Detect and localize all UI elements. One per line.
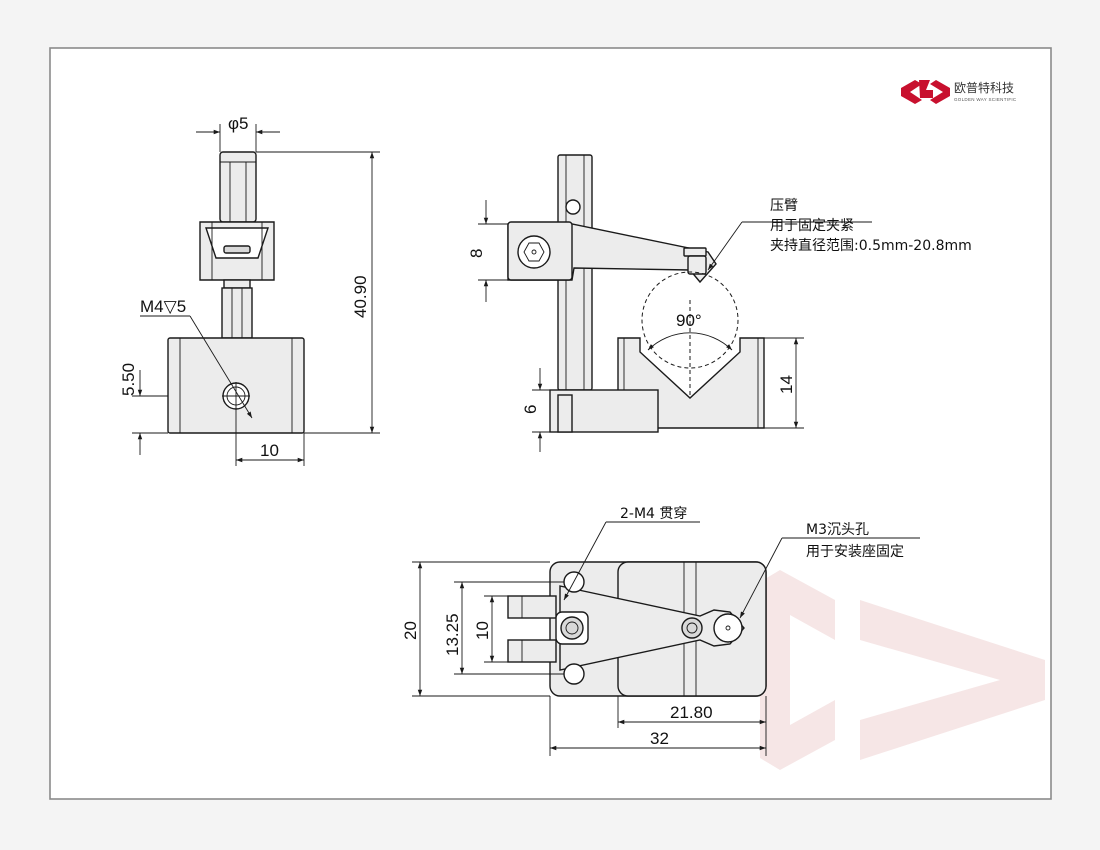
top-through-hole-lower [563, 663, 585, 685]
side-post-hole [565, 199, 581, 215]
logo-company-subtitle: GOLDEN WAY SCIENTIFIC [954, 97, 1017, 102]
front-pin [219, 151, 257, 223]
side-workpiece-circle [641, 271, 739, 369]
top-arm-screw [681, 617, 703, 639]
dim-hole-spacing: 13.25 [443, 613, 462, 656]
company-logo: 欧普特科技 GOLDEN WAY SCIENTIFIC [901, 80, 1017, 104]
dim-top-width: 20 [401, 621, 420, 640]
logo-mark-icon [901, 80, 950, 104]
callout-arm-title: 压臂 [770, 198, 798, 214]
callout-counterbore-line2: 用于安装座固定 [806, 544, 904, 560]
callout-arm-line1: 用于固定夹紧 [770, 218, 854, 234]
dim-v-angle: 90° [676, 311, 702, 330]
front-lower-pin [221, 287, 253, 339]
dim-inner-length: 21.80 [670, 703, 713, 722]
dim-arm-height: 8 [467, 249, 486, 258]
callout-thread: M4▽5 [140, 297, 186, 316]
dim-base-height: 6 [521, 405, 540, 414]
callout-counterbore-line1: M3沉头孔 [806, 522, 869, 538]
side-arm-screw [517, 235, 551, 269]
dim-v-block-height: 14 [777, 375, 796, 394]
front-view: φ5 40.90 5.50 10 M4▽5 [119, 114, 380, 466]
side-view: 90° 8 6 14 压臂 用于固定夹紧 夹持直径范围:0.5mm-20.8mm [467, 154, 972, 452]
dim-total-height: 40.90 [351, 275, 370, 318]
top-prong-upper [507, 595, 557, 619]
top-counterbore-hole [713, 613, 743, 643]
dim-pin-diameter: φ5 [228, 114, 248, 133]
dim-hole-offset: 10 [260, 441, 279, 460]
dim-hole-height: 5.50 [119, 363, 138, 396]
logo-company-name: 欧普特科技 [954, 80, 1014, 95]
top-prong-lower [507, 639, 557, 663]
dim-total-length: 32 [650, 729, 669, 748]
callout-arm-line2: 夹持直径范围:0.5mm-20.8mm [770, 237, 972, 254]
dim-slot-width: 10 [473, 621, 492, 640]
front-collar-nub [223, 279, 251, 289]
callout-through-holes: 2-M4 贯穿 [620, 506, 687, 522]
top-view: 20 13.25 10 21.80 32 2-M4 贯穿 M3沉头孔 用于安装座… [401, 506, 920, 756]
